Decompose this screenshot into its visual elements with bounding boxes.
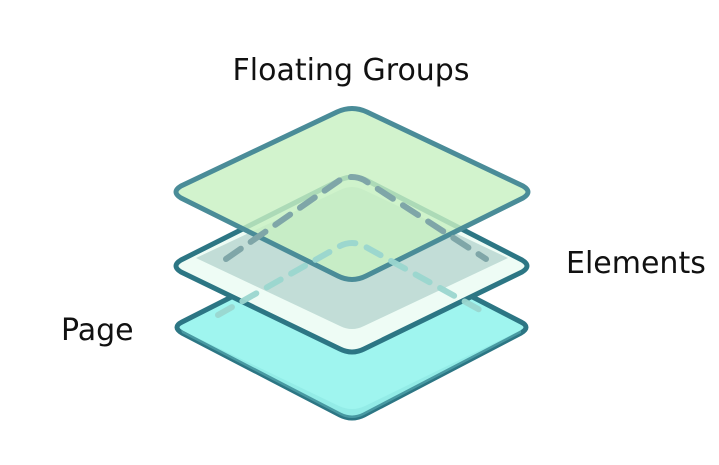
page-label: Page xyxy=(61,313,134,348)
floating-groups-layer xyxy=(173,106,531,282)
elements-hidden-outline xyxy=(223,174,489,262)
page-hidden-outline xyxy=(215,240,492,318)
dashed-hidden-outlines xyxy=(215,174,492,318)
floating-groups-layer-base xyxy=(173,106,531,282)
floating-groups-label: Floating Groups xyxy=(233,53,470,88)
elements-label: Elements xyxy=(566,246,706,281)
